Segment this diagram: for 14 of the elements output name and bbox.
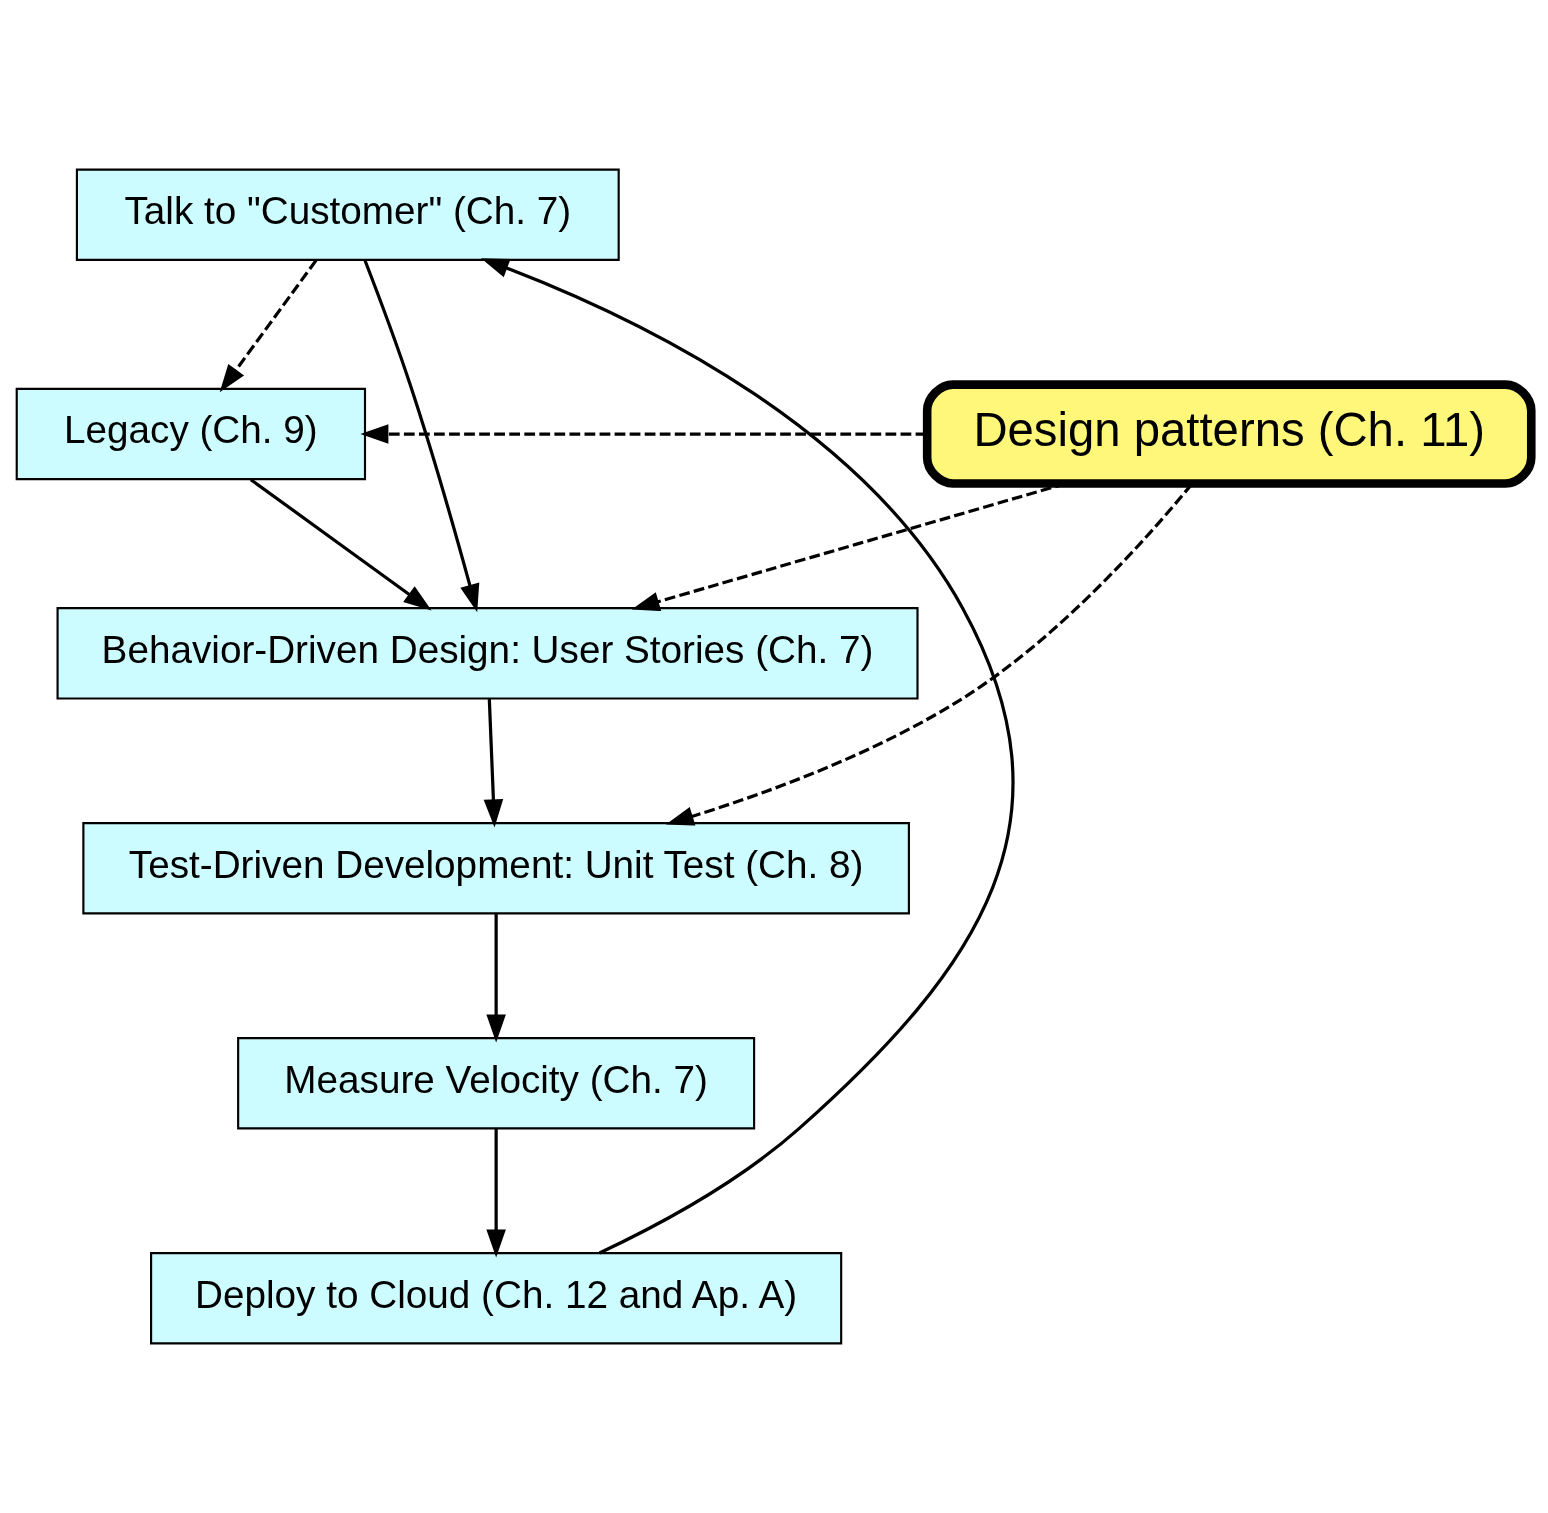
- arrow: [480, 258, 1014, 1255]
- node-box: Test-Driven Development: Unit Test (Ch. 8): [82, 822, 910, 915]
- arrow: [483, 699, 504, 828]
- arrow: [363, 259, 480, 613]
- node-box: Talk to "Customer" (Ch. 7): [75, 168, 620, 261]
- node-box: Design patterns (Ch. 11): [922, 380, 1536, 488]
- node-box: Behavior-Driven Design: User Stories (Ch. 7): [56, 607, 919, 700]
- node-box: Legacy (Ch. 9): [15, 387, 367, 481]
- arrow: [486, 1129, 506, 1258]
- node-box: Measure Velocity (Ch. 7): [237, 1037, 756, 1130]
- node-box: Deploy to Cloud (Ch. 12 and Ap. A): [150, 1252, 843, 1345]
- arrow: [486, 914, 506, 1043]
- arrow: [249, 478, 432, 611]
- arrow: [219, 259, 318, 393]
